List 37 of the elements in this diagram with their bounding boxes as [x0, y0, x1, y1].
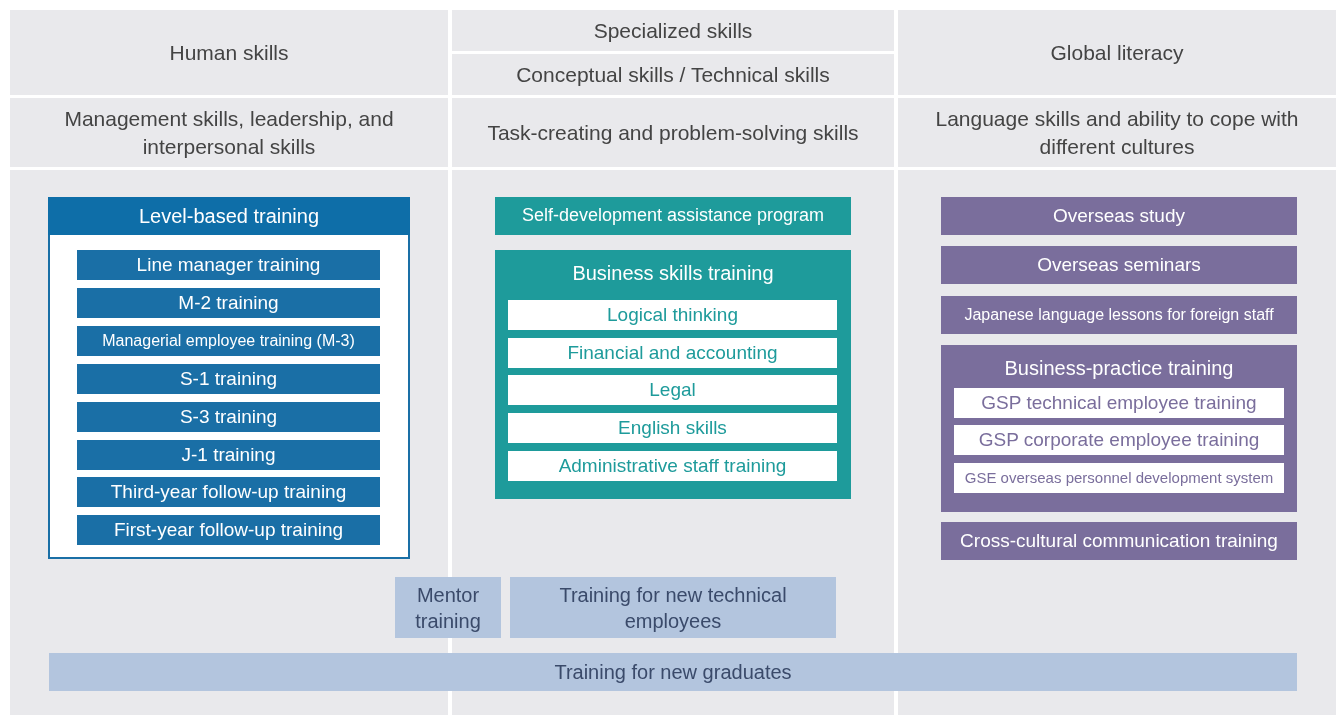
training-box: First-year follow-up training — [77, 515, 380, 545]
column-header: Global literacy — [898, 10, 1336, 95]
business-skills-panel — [495, 250, 851, 499]
training-box: GSE overseas personnel development system — [954, 463, 1284, 493]
training-box: Cross-cultural communication training — [941, 522, 1297, 560]
training-box: J-1 training — [77, 440, 380, 470]
column-header: Task-creating and problem-solving skills — [452, 98, 894, 167]
column-header: Human skills — [10, 10, 448, 95]
training-box: Mentor training — [395, 577, 501, 638]
training-box: Logical thinking — [508, 300, 837, 330]
training-box: Self-development assistance program — [495, 197, 851, 235]
section-heading: Business-practice training — [1003, 356, 1235, 381]
training-box: M-2 training — [77, 288, 380, 318]
section-heading: Level-based training — [48, 197, 410, 235]
training-box: Financial and accounting — [508, 338, 837, 368]
section-heading: Business skills training — [571, 261, 775, 286]
training-box: S-3 training — [77, 402, 380, 432]
training-box: Managerial employee training (M-3) — [77, 326, 380, 356]
column-header: Conceptual skills / Technical skills — [452, 54, 894, 95]
training-box: English skills — [508, 413, 837, 443]
column-header: Specialized skills — [452, 10, 894, 51]
training-box: Training for new graduates — [49, 653, 1297, 691]
training-box: Administrative staff training — [508, 451, 837, 481]
training-box: Line manager training — [77, 250, 380, 280]
level-based-panel — [48, 197, 410, 559]
business-practice-panel — [941, 345, 1297, 512]
training-box: Overseas study — [941, 197, 1297, 235]
training-box: Overseas seminars — [941, 246, 1297, 284]
training-box: GSP corporate employee training — [954, 425, 1284, 455]
training-box: S-1 training — [77, 364, 380, 394]
training-box: Third-year follow-up training — [77, 477, 380, 507]
training-box: GSP technical employee training — [954, 388, 1284, 418]
column-header: Management skills, leadership, and interpersonal skills — [10, 98, 448, 167]
training-box: Legal — [508, 375, 837, 405]
training-box: Training for new technical employees — [510, 577, 836, 638]
column-header: Language skills and ability to cope with different cultures — [898, 98, 1336, 167]
training-box: Japanese language lessons for foreign staff — [941, 296, 1297, 334]
